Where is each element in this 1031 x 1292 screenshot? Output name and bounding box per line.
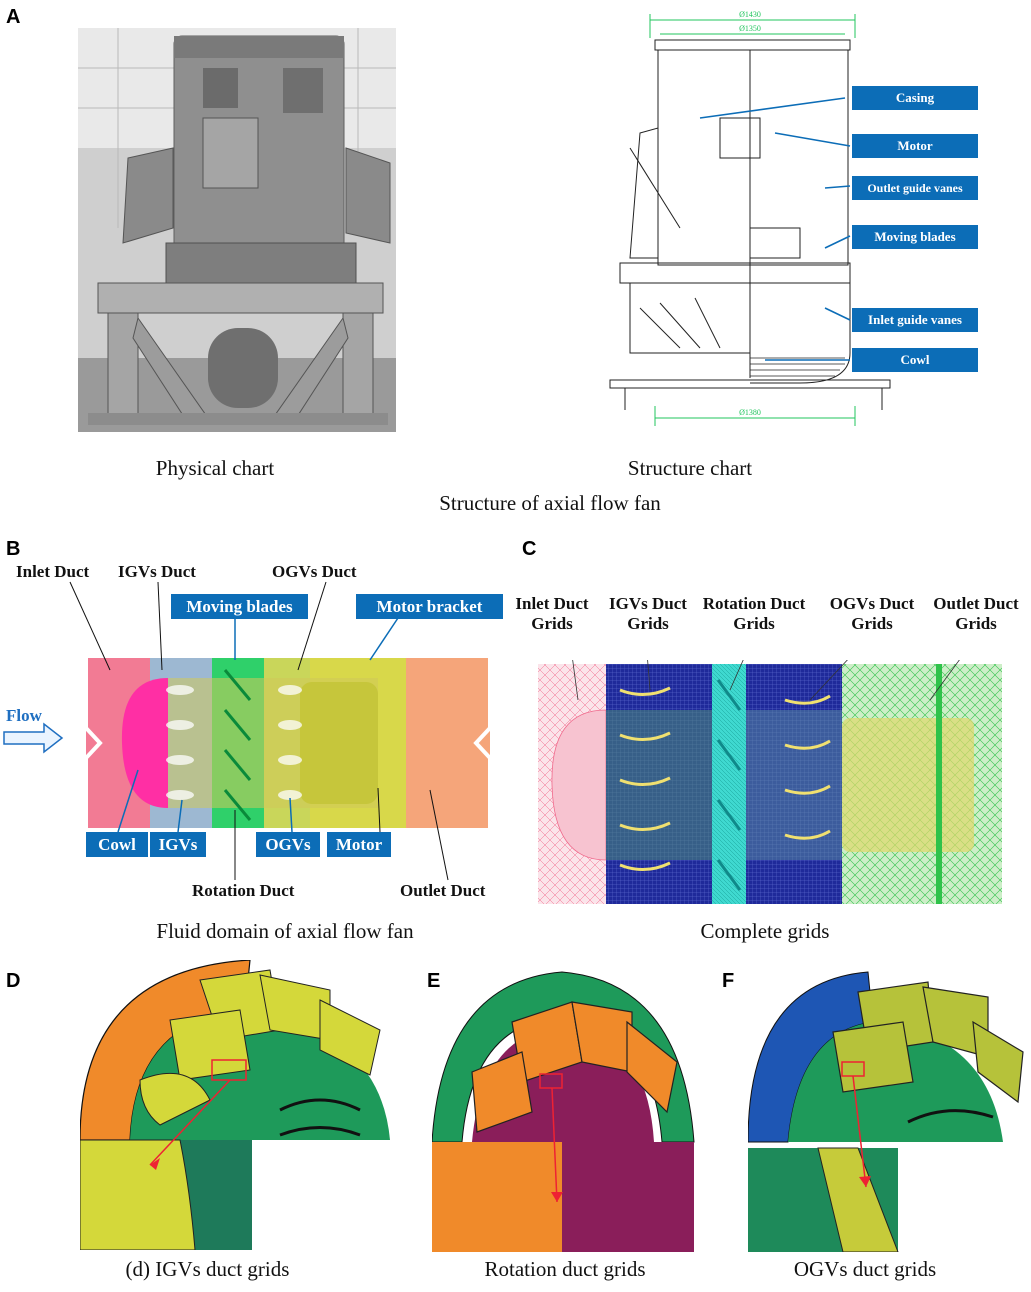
dim-top2: Ø1350	[739, 24, 761, 33]
igvs-duct-grids-render	[80, 960, 390, 1250]
structure-drawing: Ø1430 Ø1350 Ø1380	[609, 10, 891, 426]
label-moving-blades: Moving blades	[852, 225, 978, 249]
label-inlet-duct: Inlet Duct	[16, 562, 90, 581]
caption-fluid-domain: Fluid domain of axial flow fan	[156, 919, 414, 943]
physical-photo	[78, 28, 396, 432]
caption-structure-chart: Structure chart	[627, 456, 753, 480]
label-outlet-duct: Outlet Duct	[400, 881, 486, 900]
dim-top1: Ø1430	[739, 10, 761, 19]
label-cowl-b: Cowl	[86, 832, 148, 857]
label-flow: Flow	[6, 706, 42, 725]
label-inlet-guide-vanes: Inlet guide vanes	[852, 308, 978, 332]
label-motor-b: Motor	[327, 832, 391, 857]
dim-bottom: Ø1380	[739, 408, 761, 417]
panel-letter-e: E	[427, 970, 441, 992]
label-igvs-duct: IGVs Duct	[118, 562, 196, 581]
ogvs-duct-grids-render	[748, 971, 1024, 1252]
panel-letter-d: D	[6, 970, 21, 992]
label-cowl: Cowl	[852, 348, 978, 372]
label-ogvs-duct: OGVs Duct	[272, 562, 357, 581]
caption-complete-grids: Complete grids	[700, 919, 830, 943]
label-ogvs: OGVs	[256, 832, 320, 857]
label-moving-blades-b: Moving blades	[171, 594, 308, 619]
fluid-domain-diagram	[3, 581, 492, 881]
label-igvs: IGVs	[150, 832, 206, 857]
label-motor-bracket: Motor bracket	[356, 594, 503, 619]
caption-ogvs-duct-grids: OGVs duct grids	[793, 1257, 937, 1281]
label-rotation-duct: Rotation Duct	[192, 881, 295, 900]
caption-physical-chart: Physical chart	[155, 456, 275, 480]
panel-letter-c: C	[522, 538, 537, 560]
rotation-duct-grids-render	[432, 971, 695, 1252]
panel-letter-b: B	[6, 538, 21, 560]
complete-grids-mesh	[538, 660, 1002, 904]
caption-structure-axial-fan: Structure of axial flow fan	[439, 491, 661, 515]
label-casing: Casing	[852, 86, 978, 110]
panel-letter-a: A	[6, 6, 21, 28]
caption-rotation-duct-grids: Rotation duct grids	[484, 1257, 646, 1281]
label-outlet-guide-vanes: Outlet guide vanes	[852, 176, 978, 200]
caption-igvs-duct-grids: (d) IGVs duct grids	[125, 1257, 290, 1281]
label-motor: Motor	[852, 134, 978, 158]
panel-letter-f: F	[722, 970, 735, 992]
